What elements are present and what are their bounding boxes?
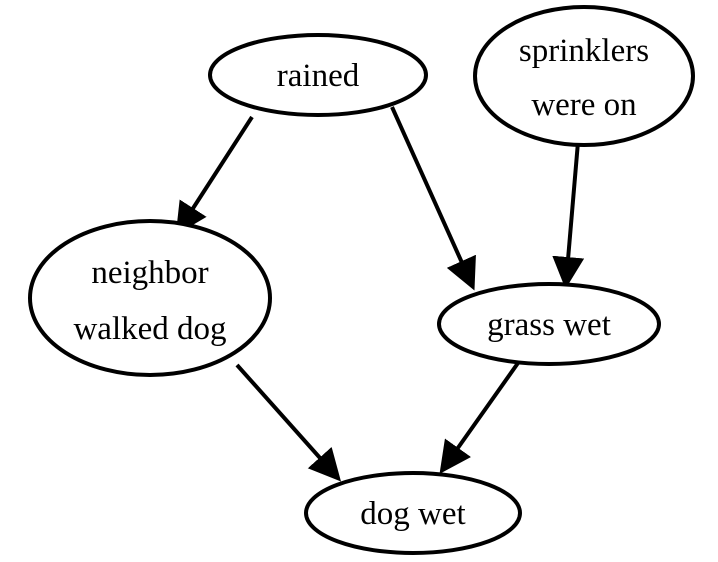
node-dog-shape [304, 471, 522, 555]
edges [175, 106, 585, 482]
node-grass-shape [437, 282, 661, 366]
node-sprinklers-shape [473, 5, 695, 147]
edge-rained-to-grass [390, 106, 476, 291]
node-dog-label: dog wet [360, 496, 465, 532]
node-rained: rained [208, 33, 428, 117]
edge-neighbor-to-dog [235, 363, 341, 482]
edge-sprinklers-to-grass [552, 141, 585, 289]
node-neighbor-label-line2: walked dog [73, 311, 226, 347]
node-grass-label: grass wet [487, 307, 611, 343]
node-rained-label: rained [277, 58, 360, 94]
node-neighbor: neighbor walked dog [28, 219, 272, 377]
node-neighbor-label-line1: neighbor [91, 255, 208, 291]
node-rained-shape [208, 33, 428, 117]
node-sprinklers-label-line2: were on [531, 87, 636, 123]
edge-grass-to-dog [439, 361, 520, 474]
node-sprinklers: sprinklers were on [473, 5, 695, 147]
node-sprinklers-label-line1: sprinklers [519, 33, 649, 69]
node-grass: grass wet [437, 282, 661, 366]
edge-rained-to-neighbor [175, 115, 254, 236]
node-dog: dog wet [304, 471, 522, 555]
node-neighbor-shape [28, 219, 272, 377]
